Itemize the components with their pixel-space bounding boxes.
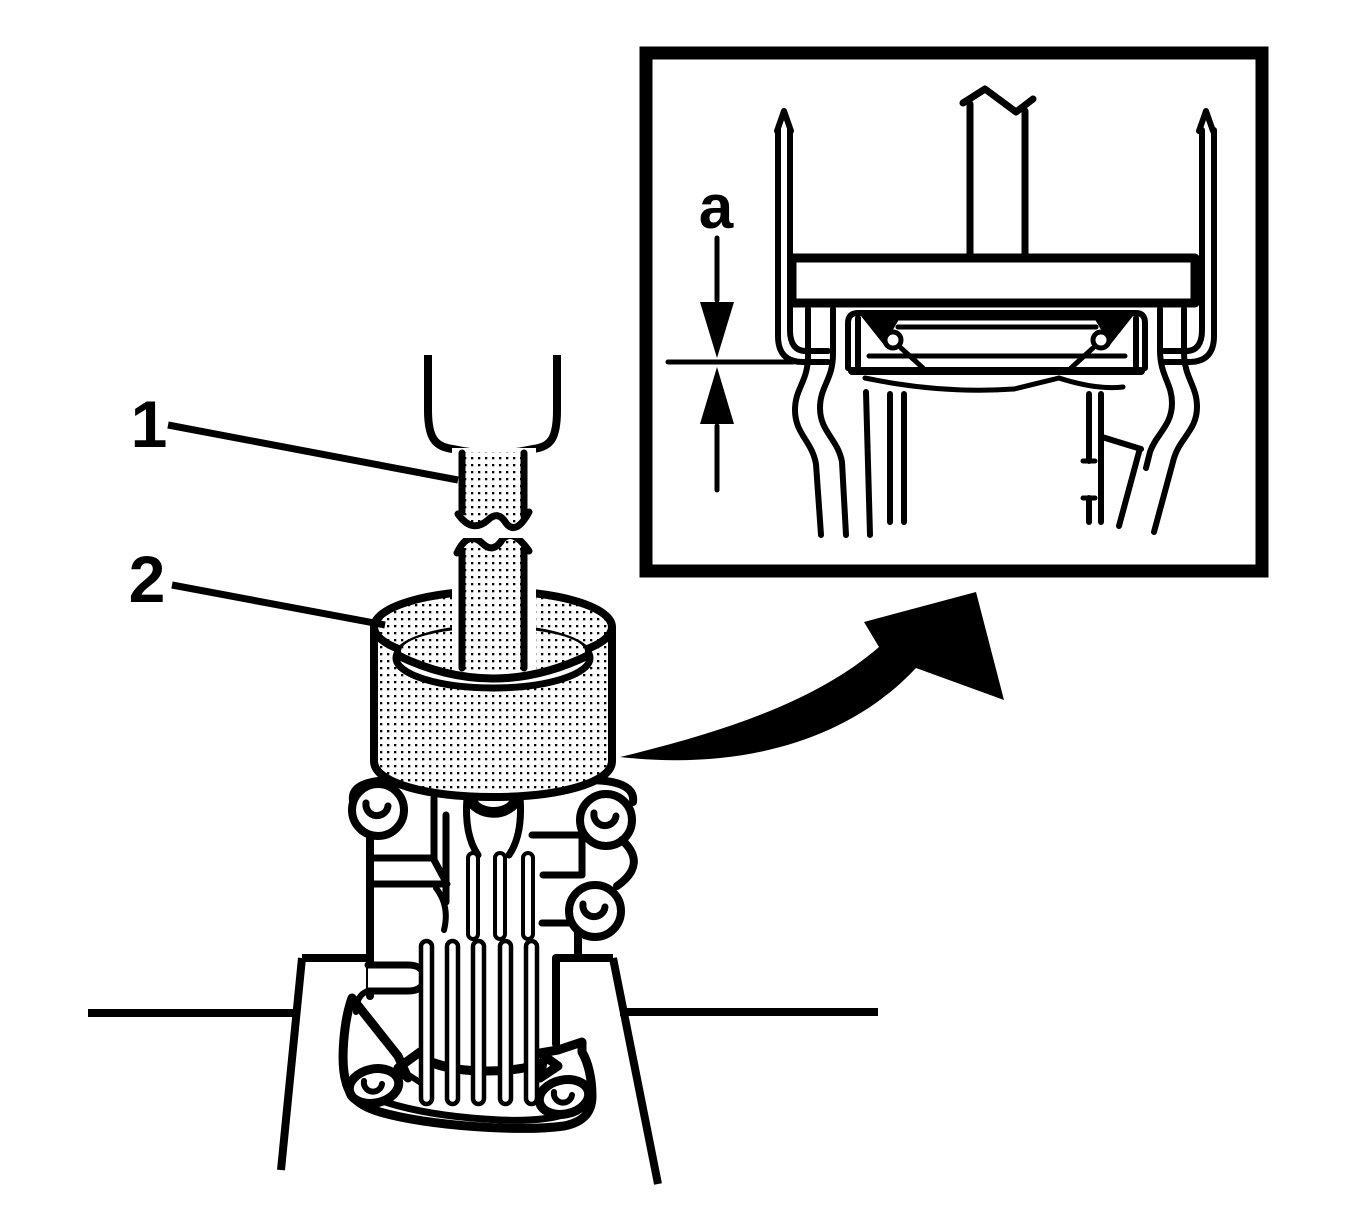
inset-bore [862,375,1126,525]
workbench [88,954,878,1185]
callout-1-leader [167,421,459,484]
housing-left-rib-curve [433,885,449,933]
scroll-lug-right-lower [565,836,638,941]
flange-bolt-ear-right [534,1075,594,1119]
left-lug-tab [364,961,428,995]
tab-tip-right [1196,108,1216,134]
press-ram [424,355,561,458]
cup-inner-rim-front [395,651,591,683]
detail-arrow [620,592,1004,761]
flange-notch-left [395,1049,424,1086]
scroll-lug-right-upper [576,776,638,850]
bore-arch [463,793,524,859]
dimension-a-arrow-lower [700,367,734,424]
inset-seal [848,315,1145,375]
stand-left-side [277,957,306,1171]
seal-lip-wedge-right [1093,316,1133,345]
seal-garter-spring-right [1090,329,1112,351]
dimension-a-label: a [699,173,734,242]
inset-housing-wall-left [792,306,873,538]
gear-housing [338,775,638,1133]
flange-bolt-ear-left [344,1064,404,1108]
callout-2: 2 [129,542,386,629]
callout-1: 1 [131,387,459,484]
seal-garter-spring-left [882,329,904,351]
tab-tip-left [774,108,794,134]
callout-2-leader [171,581,386,629]
driver-shaft-upper [452,448,536,538]
left-lug-tab-lower [353,988,371,1015]
dimension-a [665,235,796,493]
inset-housing-wall-right [1099,306,1200,535]
shaft-break-lower-edge [454,508,533,532]
scroll-lug-left [348,775,408,840]
inset-drive-shaft [959,85,1037,262]
inset-seal-pocket [845,310,1148,371]
seal-lip-wedge-left [861,316,901,345]
inset-driver-plate [787,253,1200,308]
callout-1-label: 1 [131,387,168,461]
driver-shaft-lower [395,530,591,683]
dimension-a-arrow-upper [700,302,734,358]
detail-inset: a [639,46,1269,578]
housing-slots-lower [418,938,540,1107]
inset-shaft-break-edge [959,85,1037,116]
callout-2-label: 2 [129,542,166,616]
housing-slots-upper [466,851,535,941]
stand-right-side [609,957,662,1185]
flange-notch-right [536,1050,561,1081]
